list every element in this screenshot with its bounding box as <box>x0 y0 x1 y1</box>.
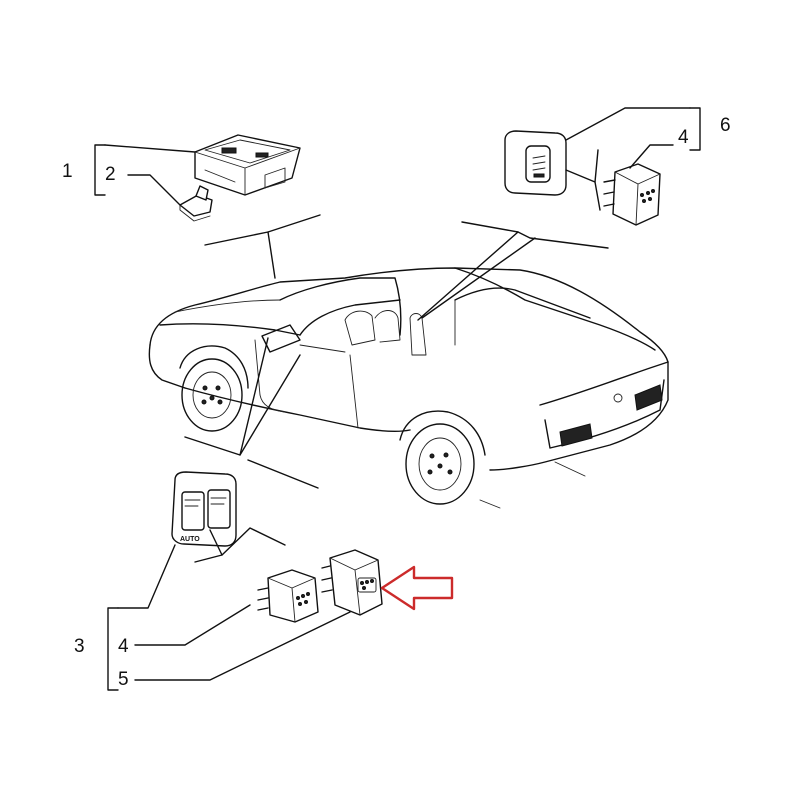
switch-panel-part: AUTO <box>171 471 237 547</box>
leader-lines <box>94 107 701 691</box>
door-switch-bezel-part <box>504 130 567 196</box>
callout-4-bottom: 4 <box>118 636 129 657</box>
control-unit-part <box>194 134 301 196</box>
bracket-part <box>179 185 213 222</box>
car-illustration <box>148 267 669 509</box>
callout-3: 3 <box>74 636 85 657</box>
window-switch-small-part <box>257 569 319 623</box>
callout-2: 2 <box>105 164 116 185</box>
callout-6: 6 <box>720 115 731 136</box>
auto-label: AUTO <box>180 536 200 543</box>
arrow-left-outline-icon <box>380 565 454 611</box>
callout-1: 1 <box>62 161 73 182</box>
callout-4-top: 4 <box>678 127 689 148</box>
window-switch-large-part <box>321 549 383 616</box>
window-switch-top-part <box>603 163 661 226</box>
callout-5: 5 <box>118 669 129 690</box>
